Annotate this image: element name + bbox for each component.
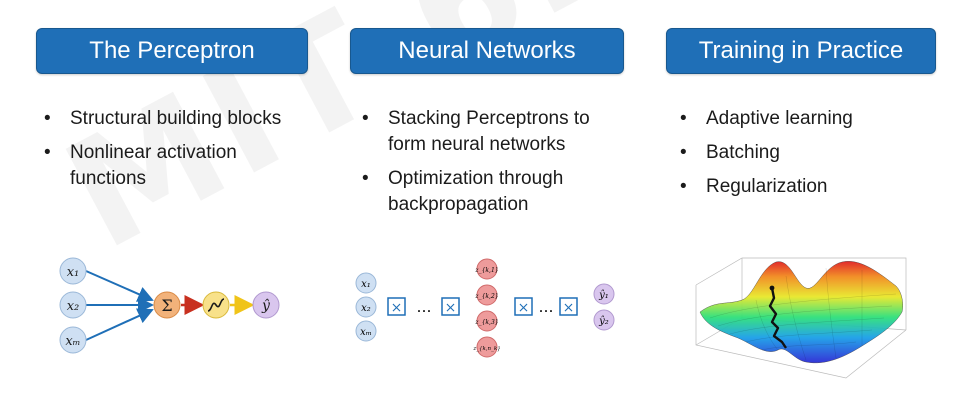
input-node	[355, 320, 377, 342]
hidden-label: z_{k,3}	[474, 319, 498, 326]
output-node	[252, 291, 280, 319]
surface-mesh	[709, 267, 897, 361]
hidden-node	[476, 310, 498, 332]
edge	[85, 308, 154, 341]
network-diagram: x₁ x₂ xₘ × … × z_{k,1} z_{k,2} z_{k,3} z…	[355, 258, 615, 358]
header-training[interactable]: Training in Practice	[666, 28, 936, 74]
loss-surface	[699, 261, 903, 364]
hidden-node	[476, 258, 498, 280]
input-node	[59, 291, 87, 319]
hidden-label: z_{k,n_k}	[472, 346, 500, 352]
bullet-item: Adaptive learning	[678, 106, 948, 132]
input-node	[355, 272, 377, 294]
neural-networks-bullets: Stacking Perceptrons to form neural netw…	[360, 106, 630, 226]
layer-symbol: ×	[563, 300, 575, 316]
hidden-node	[476, 336, 498, 358]
perceptron-bullets: Structural building blocks Nonlinear act…	[42, 106, 312, 200]
loss-landscape-plot	[695, 257, 907, 379]
bullet-item: Stacking Perceptrons to form neural netw…	[360, 106, 630, 158]
output-label: ŷ₁	[598, 290, 609, 301]
input-label: xₘ	[65, 334, 80, 349]
layer-symbol: ×	[391, 300, 403, 316]
layer-box	[514, 297, 533, 316]
sigmoid-icon	[207, 298, 225, 312]
input-node	[59, 257, 87, 285]
path-start-point	[769, 285, 775, 291]
column-neural-networks: Neural Networks Stacking Perceptrons to …	[326, 0, 656, 406]
edge	[85, 270, 154, 302]
output-label: ŷ₂	[598, 316, 609, 327]
sum-node	[153, 291, 181, 319]
input-label: x₁	[67, 265, 80, 280]
input-node	[59, 326, 87, 354]
input-label: x₁	[361, 279, 371, 290]
output-label: ŷ	[261, 297, 271, 314]
column-training: Training in Practice Adaptive learning B…	[656, 0, 980, 406]
column-perceptron: The Perceptron Structural building block…	[0, 0, 326, 406]
output-node	[593, 309, 615, 331]
bullet-item: Regularization	[678, 174, 948, 200]
perceptron-diagram: x₁ x₂ xₘ Σ ŷ	[59, 257, 280, 354]
input-label: x₂	[67, 299, 80, 314]
optimization-path	[768, 287, 787, 349]
input-label: xₘ	[360, 327, 372, 338]
sum-symbol: Σ	[161, 296, 172, 315]
layer-box	[387, 297, 406, 316]
hidden-label: z_{k,2}	[474, 293, 498, 300]
header-neural-networks[interactable]: Neural Networks	[350, 28, 624, 74]
ellipsis: …	[539, 298, 554, 316]
bullet-item: Optimization through backpropagation	[360, 166, 630, 218]
layer-symbol: ×	[518, 300, 530, 316]
layer-symbol: ×	[445, 300, 457, 316]
hidden-label: z_{k,1}	[474, 267, 498, 274]
bullet-item: Nonlinear activation functions	[42, 140, 312, 192]
input-node	[355, 296, 377, 318]
ellipsis: …	[417, 298, 432, 316]
header-perceptron[interactable]: The Perceptron	[36, 28, 308, 74]
hidden-node	[476, 284, 498, 306]
bullet-item: Structural building blocks	[42, 106, 312, 132]
bullet-item: Batching	[678, 140, 948, 166]
layer-box	[559, 297, 578, 316]
training-bullets: Adaptive learning Batching Regularizatio…	[678, 106, 948, 208]
layer-box	[441, 297, 460, 316]
input-label: x₂	[361, 303, 371, 314]
output-node	[593, 283, 615, 305]
